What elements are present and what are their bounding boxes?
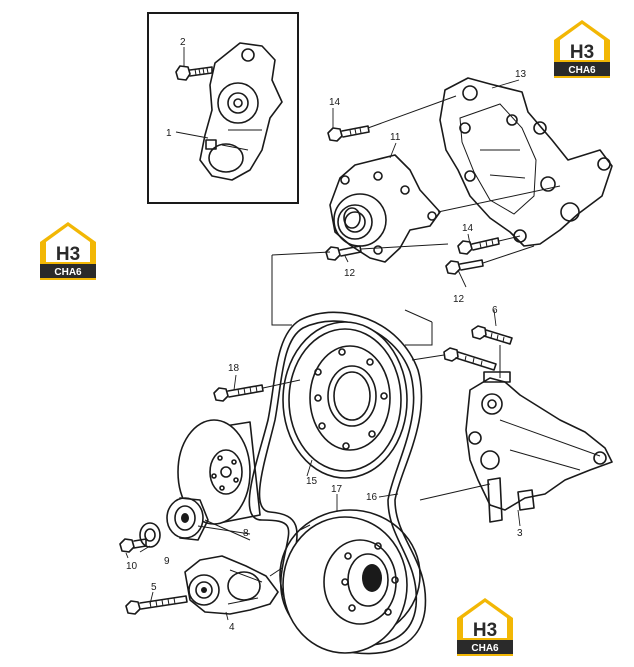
callout-8: 8 xyxy=(243,528,249,539)
logo-top-right-text: CHA6 xyxy=(568,65,596,76)
logo-bottom-right-letters: H3 xyxy=(473,620,497,641)
tensioner-4 xyxy=(125,555,283,615)
logo-bottom-right-text: CHA6 xyxy=(471,643,499,654)
logo-left-text: CHA6 xyxy=(54,267,82,278)
lower-pulley-17 xyxy=(279,509,421,654)
callout-2: 2 xyxy=(180,37,186,48)
idler-8 xyxy=(166,497,251,541)
callout-18: 18 xyxy=(228,363,240,374)
callout-16: 16 xyxy=(366,492,378,503)
crank-pulley-15 xyxy=(282,321,408,479)
logo-left-letters: H3 xyxy=(56,244,80,265)
callout-14-upper: 14 xyxy=(329,97,341,108)
alternator-bracket-3 xyxy=(411,325,613,523)
washer-9-bolt-10 xyxy=(119,522,161,553)
callout-12-hub: 12 xyxy=(344,268,356,279)
callout-labels: 1 2 3 4 5 6 8 9 10 11 12 12 13 14 14 15 … xyxy=(126,37,527,633)
callout-1: 1 xyxy=(166,128,172,139)
drum-pulley xyxy=(177,419,261,525)
logo-top-right-letters: H3 xyxy=(570,42,594,63)
inset-tensioner-detail xyxy=(147,12,299,204)
callout-3: 3 xyxy=(517,528,523,539)
callout-4: 4 xyxy=(229,622,235,633)
callout-15: 15 xyxy=(306,476,318,487)
callout-14-right: 14 xyxy=(462,223,474,234)
assembly-lines xyxy=(271,95,561,346)
callout-5: 5 xyxy=(151,582,157,593)
logo-top-right: H3 CHA6 xyxy=(554,20,610,78)
callout-9: 9 xyxy=(164,556,170,567)
callout-11: 11 xyxy=(390,132,401,143)
mounting-bracket xyxy=(439,77,613,247)
logo-left: H3 CHA6 xyxy=(40,222,96,280)
callout-17: 17 xyxy=(331,484,343,495)
leader-lines xyxy=(125,79,521,621)
bolts-upper xyxy=(325,125,500,275)
callout-6: 6 xyxy=(492,305,498,316)
bolt-18 xyxy=(213,379,301,402)
logo-bottom-right: H3 CHA6 xyxy=(457,598,513,656)
callout-10: 10 xyxy=(126,561,138,572)
idler-pulley-hub xyxy=(329,154,441,263)
callout-12-bracket: 12 xyxy=(453,294,465,305)
callout-13: 13 xyxy=(515,69,527,80)
